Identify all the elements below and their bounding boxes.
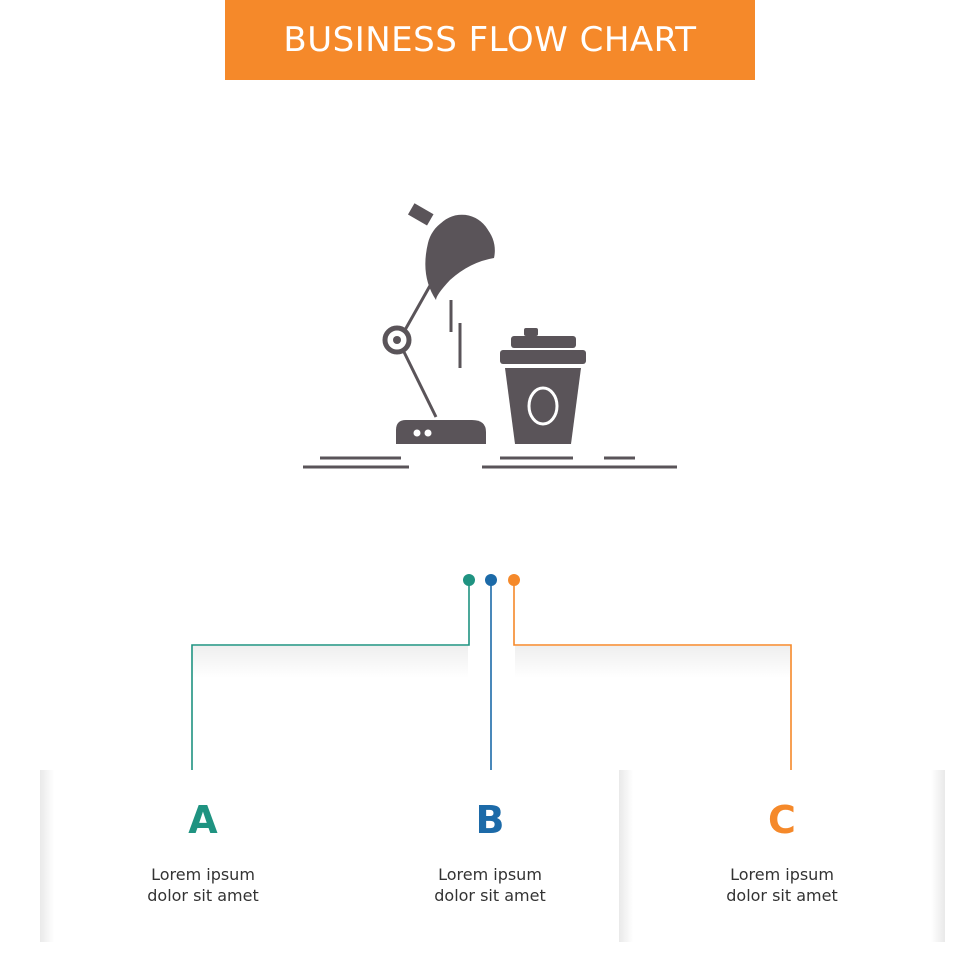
step-text-c: Lorem ipsum dolor sit amet — [619, 864, 945, 906]
step-letter-a: A — [188, 798, 218, 842]
title-banner: BUSINESS FLOW CHART — [225, 0, 755, 80]
step-c-line2: dolor sit amet — [726, 886, 838, 905]
step-text-b: Lorem ipsum dolor sit amet — [345, 864, 635, 906]
connector-b — [485, 574, 497, 772]
step-card-a: A Lorem ipsum dolor sit amet — [40, 770, 366, 942]
connector-a — [191, 574, 475, 780]
step-card-c: C Lorem ipsum dolor sit amet — [619, 770, 945, 942]
step-letter-b: B — [475, 798, 505, 842]
step-a-line1: Lorem ipsum — [151, 865, 255, 884]
step-b-line1: Lorem ipsum — [438, 865, 542, 884]
step-card-b: B Lorem ipsum dolor sit amet — [345, 770, 635, 942]
step-c-line1: Lorem ipsum — [730, 865, 834, 884]
step-text-a: Lorem ipsum dolor sit amet — [40, 864, 366, 906]
connector-c — [508, 574, 792, 780]
desk-lamp-and-coffee-cup-icon — [303, 203, 677, 469]
step-a-line2: dolor sit amet — [147, 886, 259, 905]
step-b-line2: dolor sit amet — [434, 886, 546, 905]
chart-title: BUSINESS FLOW CHART — [283, 20, 697, 60]
step-letter-c: C — [768, 798, 796, 842]
